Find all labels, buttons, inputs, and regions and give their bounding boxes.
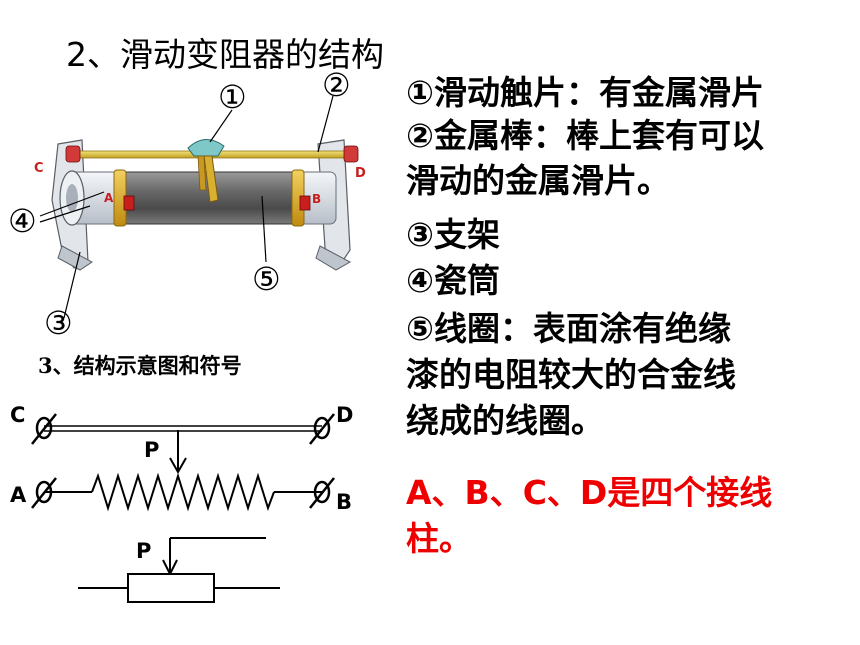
structure-schematic — [31, 413, 335, 512]
schematic-label-a: A — [10, 483, 27, 507]
terminals-note-cont: 柱。 — [406, 519, 472, 558]
schematic-label-d: D — [336, 403, 353, 427]
schematic-label-b: B — [336, 490, 352, 514]
desc-coil-cont: 漆的电阻较大的合金线 — [406, 355, 736, 394]
slide-title: 2、滑动变阻器的结构 — [66, 35, 384, 74]
callout-2: ② — [322, 66, 351, 104]
callout-3: ③ — [44, 304, 73, 342]
desc-bracket: ③支架 — [406, 215, 500, 254]
schematic-label-p: P — [144, 438, 159, 462]
desc-coil: ⑤线圈：表面涂有绝缘 — [406, 309, 731, 348]
desc-porcelain: ④瓷筒 — [406, 261, 500, 300]
callout-5: ⑤ — [252, 260, 281, 298]
desc-coil-end: 绕成的线圈。 — [406, 401, 604, 440]
rheostat-illustration — [39, 95, 359, 319]
section-3-title: 3、结构示意图和符号 — [38, 353, 242, 378]
callout-4: ④ — [8, 202, 37, 240]
desc-rod-cont: 滑动的金属滑片。 — [406, 161, 670, 200]
schematic-label-c: C — [10, 403, 25, 427]
desc-slider: ①滑动触片：有金属滑片 — [406, 73, 764, 112]
photo-label-b: B — [312, 192, 321, 206]
symbol-label-p: P — [136, 539, 151, 563]
photo-label-a: A — [104, 191, 114, 205]
photo-label-c: C — [34, 161, 44, 176]
photo-label-d: D — [355, 166, 366, 181]
terminals-note: A、B、C、D是四个接线 — [406, 473, 773, 512]
desc-rod: ②金属棒：棒上套有可以 — [406, 116, 764, 155]
rheostat-symbol — [78, 537, 280, 603]
callout-1: ① — [218, 78, 247, 116]
